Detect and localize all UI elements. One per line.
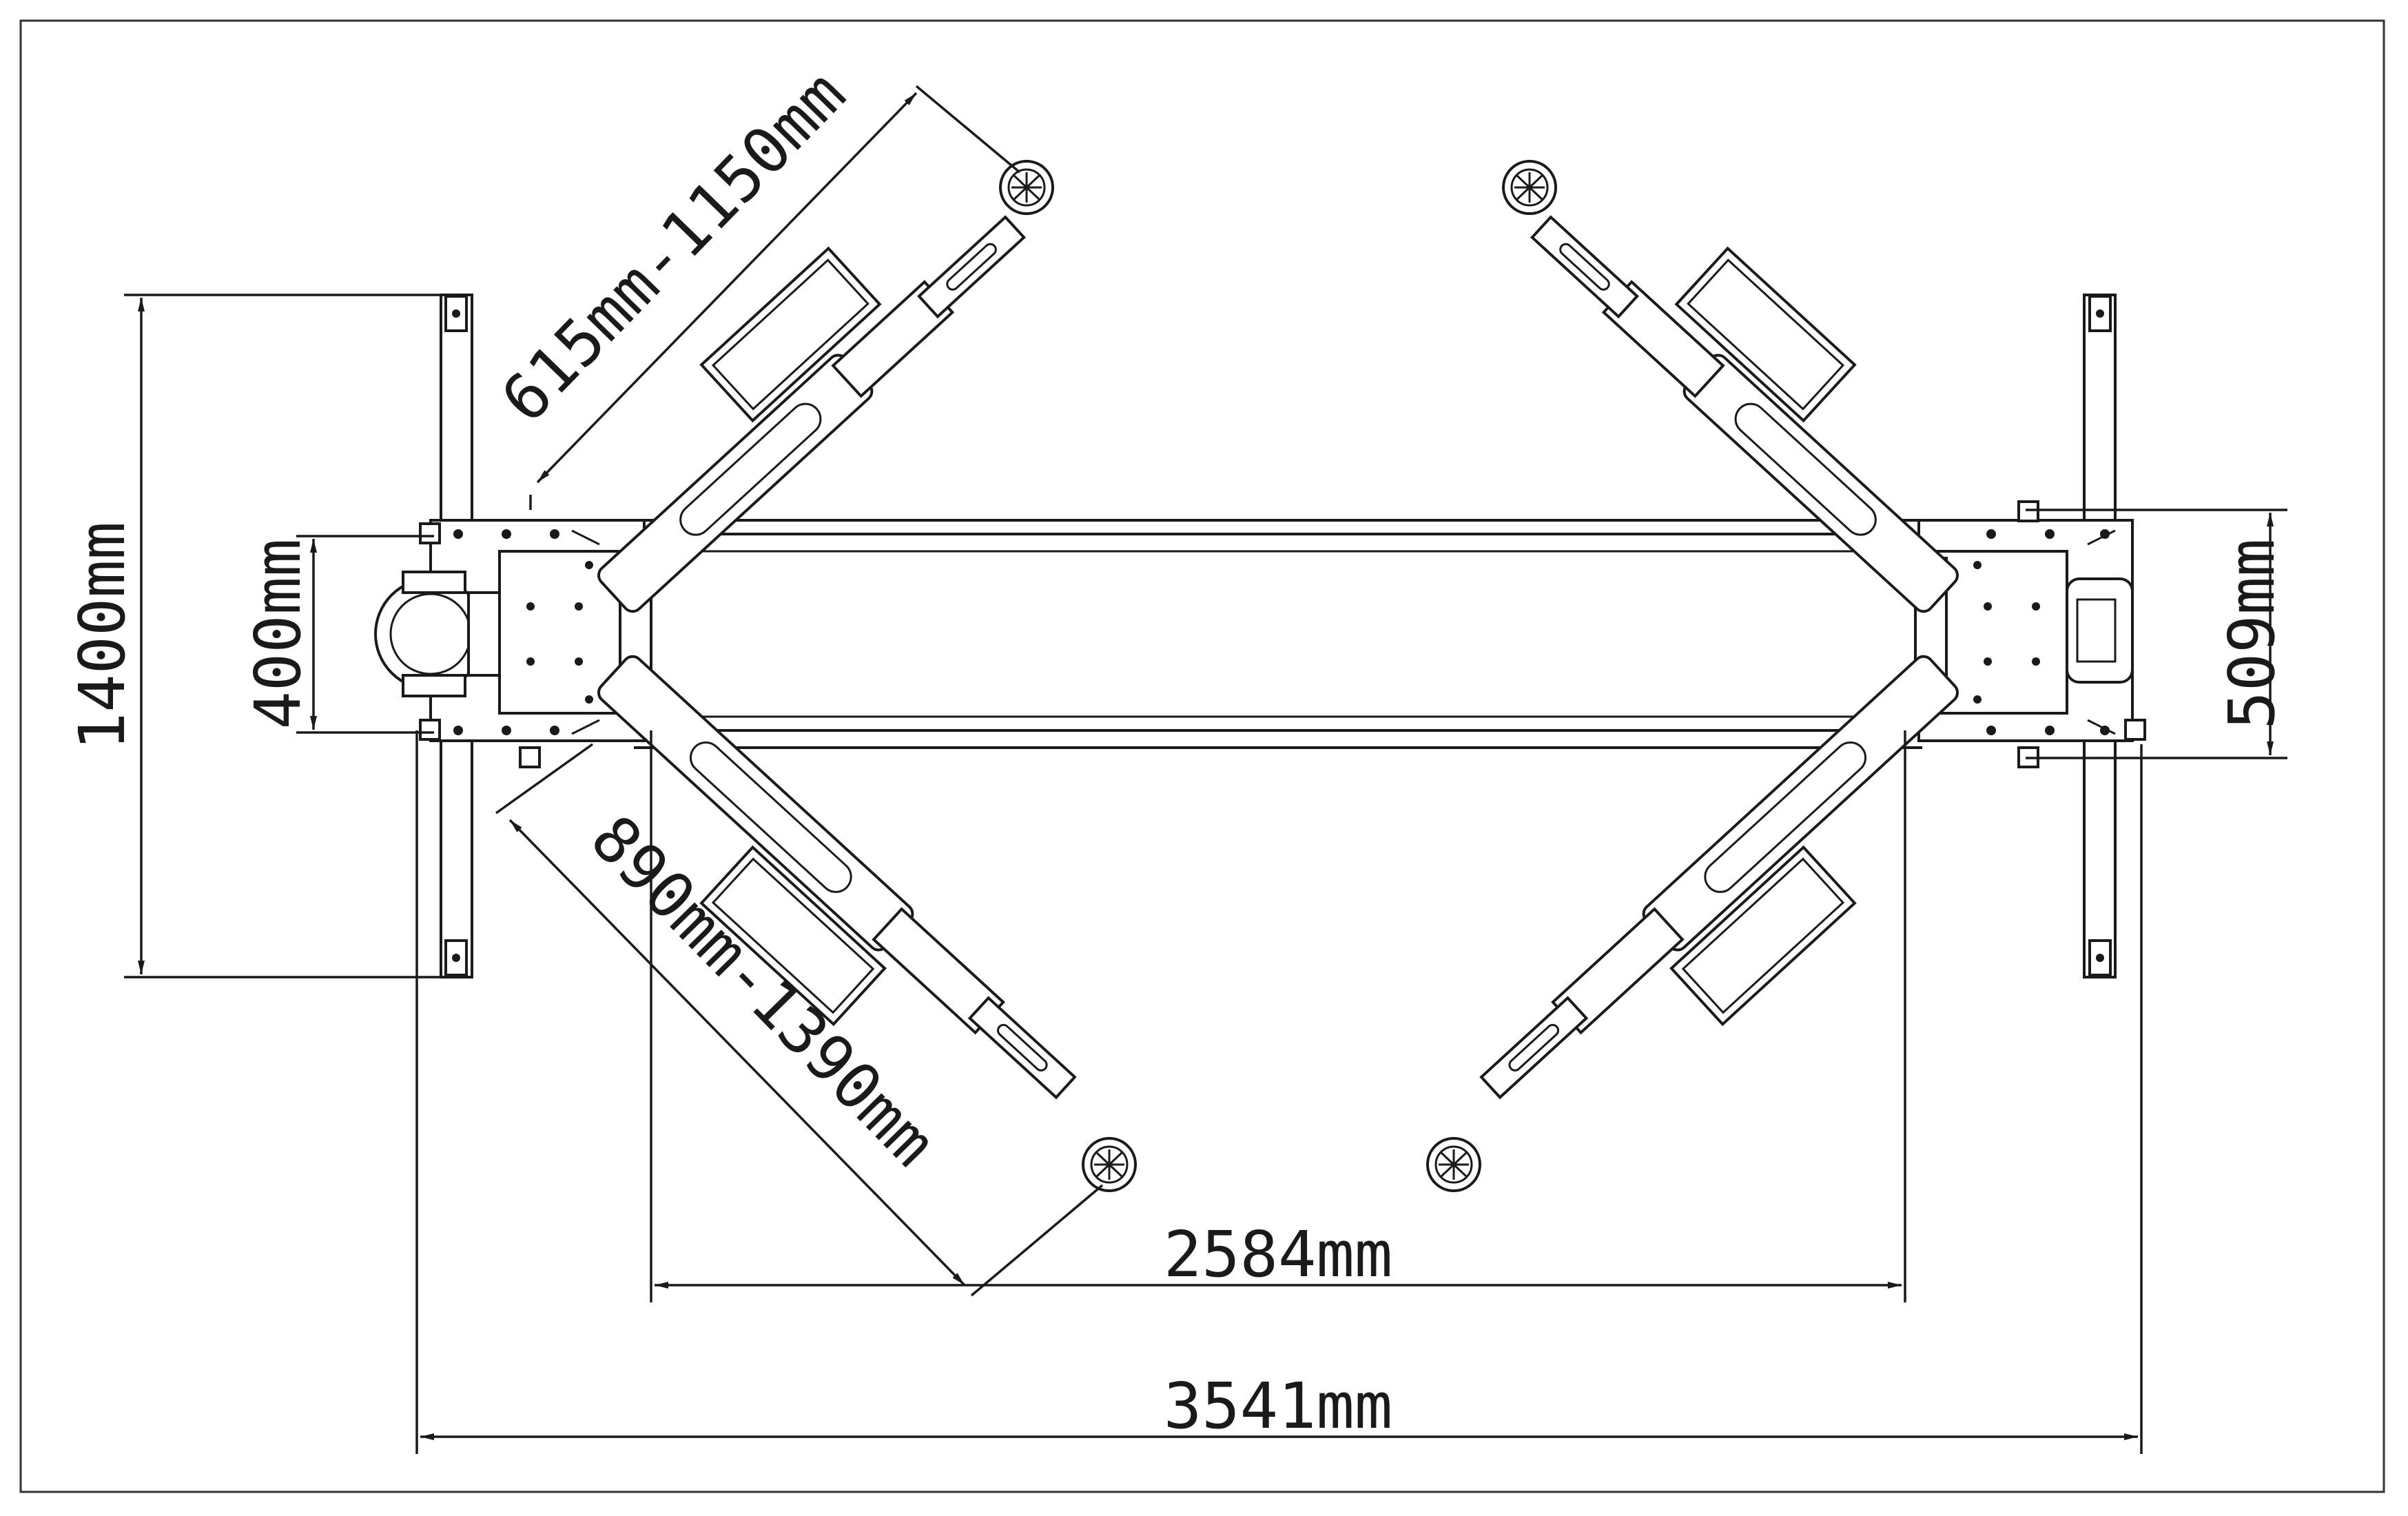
dim-label-2584: 2584mm	[1164, 1218, 1392, 1291]
dim-label-509: 509mm	[2215, 539, 2289, 730]
dim-label-400: 400mm	[241, 539, 315, 730]
cross-beams	[634, 519, 1922, 749]
arm-bottom-right	[1479, 655, 1959, 1100]
dim-carriage-width-left: 400mm	[241, 535, 434, 734]
dim-overall-width: 3541mm	[415, 730, 2143, 1454]
dim-label-3541: 3541mm	[1164, 1369, 1392, 1443]
drawing-border	[19, 19, 2385, 1493]
dim-label-615-1150: 615mm-1150mm	[487, 57, 859, 436]
dim-carriage-width-right: 509mm	[2026, 509, 2289, 759]
arm-top-right	[1530, 215, 1959, 613]
dim-inner-width: 2584mm	[650, 730, 1906, 1302]
dim-label-1400: 1400mm	[65, 522, 139, 750]
right-post	[1914, 294, 2146, 979]
dim-post-base-length: 1400mm	[65, 294, 448, 979]
